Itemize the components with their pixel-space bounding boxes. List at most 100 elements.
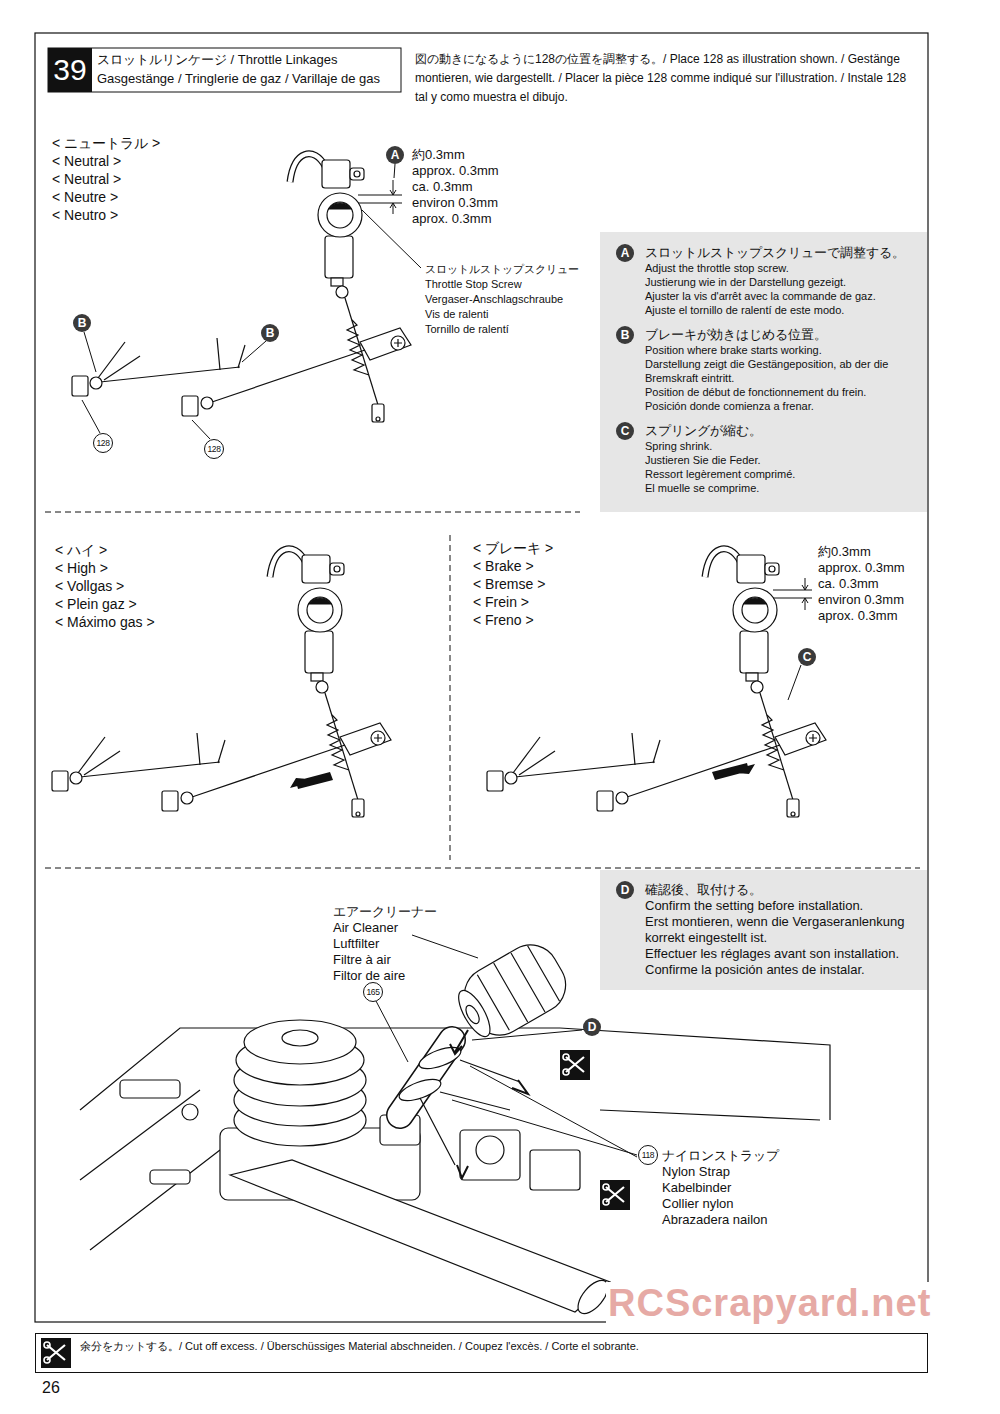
note-heading: スロットルストップスクリューで調整する。: [645, 244, 919, 261]
label-text: ca. 0.3mm: [412, 179, 473, 195]
line-art: [420, 1060, 520, 1165]
note-heading: ブレーキが効きはじめる位置。: [645, 326, 919, 343]
line-art: [390, 190, 396, 208]
instruction-text: 図の動きになるように128の位置を調整する。/ Place 128 as ill…: [415, 50, 920, 107]
line-art: [773, 598, 812, 599]
watermark: RCScrapyard.net: [606, 1282, 933, 1325]
callout-number: 165: [363, 982, 383, 1002]
label-text: < Bremse >: [473, 576, 545, 593]
callout-number: 128: [93, 433, 113, 453]
label-text: < ブレーキ >: [473, 540, 553, 557]
label-text: < Neutre >: [52, 189, 118, 206]
line-art: [530, 1150, 580, 1190]
line-art: [397, 1075, 444, 1105]
line-art: [52, 549, 391, 817]
line-art: [560, 1050, 590, 1080]
line-art: [788, 665, 801, 700]
callout-letter: D: [583, 1018, 601, 1036]
note-text: Confirm the setting before installation.: [645, 898, 919, 914]
label-text: ナイロンストラップ: [662, 1148, 779, 1164]
label-text: Collier nylon: [662, 1196, 734, 1212]
label-text: Nylon Strap: [662, 1164, 730, 1180]
note-panel: 確認後、取付ける。Confirm the setting before inst…: [600, 870, 927, 990]
line-art: [457, 1165, 468, 1178]
line-art: [450, 1030, 468, 1054]
note-text: Justierung wie in der Darstellung gezeig…: [645, 275, 919, 289]
note-text: El muelle se comprime.: [645, 481, 919, 495]
label-text: approx. 0.3mm: [818, 560, 905, 576]
label-text: < Máximo gas >: [55, 614, 155, 631]
line-art: [600, 1180, 630, 1210]
line-art: [773, 590, 812, 591]
line-art: [397, 935, 576, 1165]
line-art: [476, 1136, 504, 1164]
line-art: [712, 763, 755, 780]
line-art: [182, 1104, 198, 1120]
line-art: [120, 1080, 180, 1098]
label-text: Vis de ralenti: [425, 308, 488, 321]
step-title: スロットルリンケージ / Throttle Linkages Gasgestän…: [97, 50, 397, 88]
line-art: [45, 512, 580, 513]
label-text: < Freno >: [473, 612, 534, 629]
callout-letter: C: [616, 422, 634, 440]
label-text: environ 0.3mm: [818, 592, 904, 608]
label-text: approx. 0.3mm: [412, 163, 499, 179]
line-art: [48, 48, 401, 92]
label-text: ca. 0.3mm: [818, 576, 879, 592]
label-text: Kabelbinder: [662, 1180, 731, 1196]
line-art: [72, 154, 411, 422]
line-art: [802, 578, 808, 610]
callout-letter: B: [261, 324, 279, 342]
note-text: Darstellung zeigt die Gestängeposition, …: [645, 357, 919, 385]
callout-letter: A: [386, 146, 404, 164]
callout-number: 118: [638, 1145, 658, 1165]
note-heading: スプリングが縮む。: [645, 422, 919, 439]
label-text: Vergaser-Anschlagschraube: [425, 293, 563, 306]
line-art: [452, 1100, 637, 1155]
line-art: [417, 1043, 464, 1073]
line-art: [358, 195, 402, 196]
label-text: aprox. 0.3mm: [818, 608, 897, 624]
line-art: [393, 180, 394, 214]
note-text: Erst montieren, wenn die Vergaseranlenku…: [645, 914, 919, 946]
label-text: スロットルストップスクリュー: [425, 263, 579, 276]
label-text: < Brake >: [473, 558, 534, 575]
note-text: Spring shrink.: [645, 439, 919, 453]
label-text: < Neutral >: [52, 171, 121, 188]
label-text: < ニュートラル >: [52, 135, 160, 152]
line-art: [244, 1020, 356, 1064]
note-text: Justieren Sie die Feder.: [645, 453, 919, 467]
label-text: < Neutro >: [52, 207, 118, 224]
note-panel: スロットルストップスクリューで調整する。Adjust the throttle …: [600, 232, 927, 512]
line-art: [358, 203, 402, 204]
note-text: Ajuster la vis d'arrêt avec la commande …: [645, 289, 919, 303]
line-art: [80, 1020, 830, 1319]
line-art: [192, 420, 210, 439]
line-art: [150, 1170, 190, 1184]
line-art: [290, 772, 333, 789]
note-text: Position de début de fonctionnement du f…: [645, 385, 919, 399]
label-text: < Plein gaz >: [55, 596, 137, 613]
line-art: [476, 944, 560, 1032]
line-art: [35, 33, 928, 1322]
label-text: < ハイ >: [55, 542, 107, 559]
label-text: < Neutral >: [52, 153, 121, 170]
node-text: 39: [53, 53, 86, 87]
line-art: [450, 535, 451, 860]
label-text: 26: [42, 1378, 60, 1397]
note-text: Posición donde comienza a frenar.: [645, 399, 919, 413]
label-text: 約0.3mm: [818, 544, 871, 560]
callout-letter: B: [73, 314, 91, 332]
line-art: [282, 1030, 318, 1046]
label-text: < High >: [55, 560, 108, 577]
line-art: [512, 1080, 528, 1094]
label-text: Filtre à air: [333, 952, 391, 968]
step-number: 39: [48, 48, 92, 92]
callout-letter: A: [616, 244, 634, 262]
node-text: 余分をカットする。/ Cut off excess. / Überschüssi…: [80, 1339, 919, 1353]
line-art: [82, 400, 100, 433]
line-art: [394, 164, 395, 178]
note-heading: 確認後、取付ける。: [645, 882, 919, 898]
callout-number: 128: [204, 439, 224, 459]
